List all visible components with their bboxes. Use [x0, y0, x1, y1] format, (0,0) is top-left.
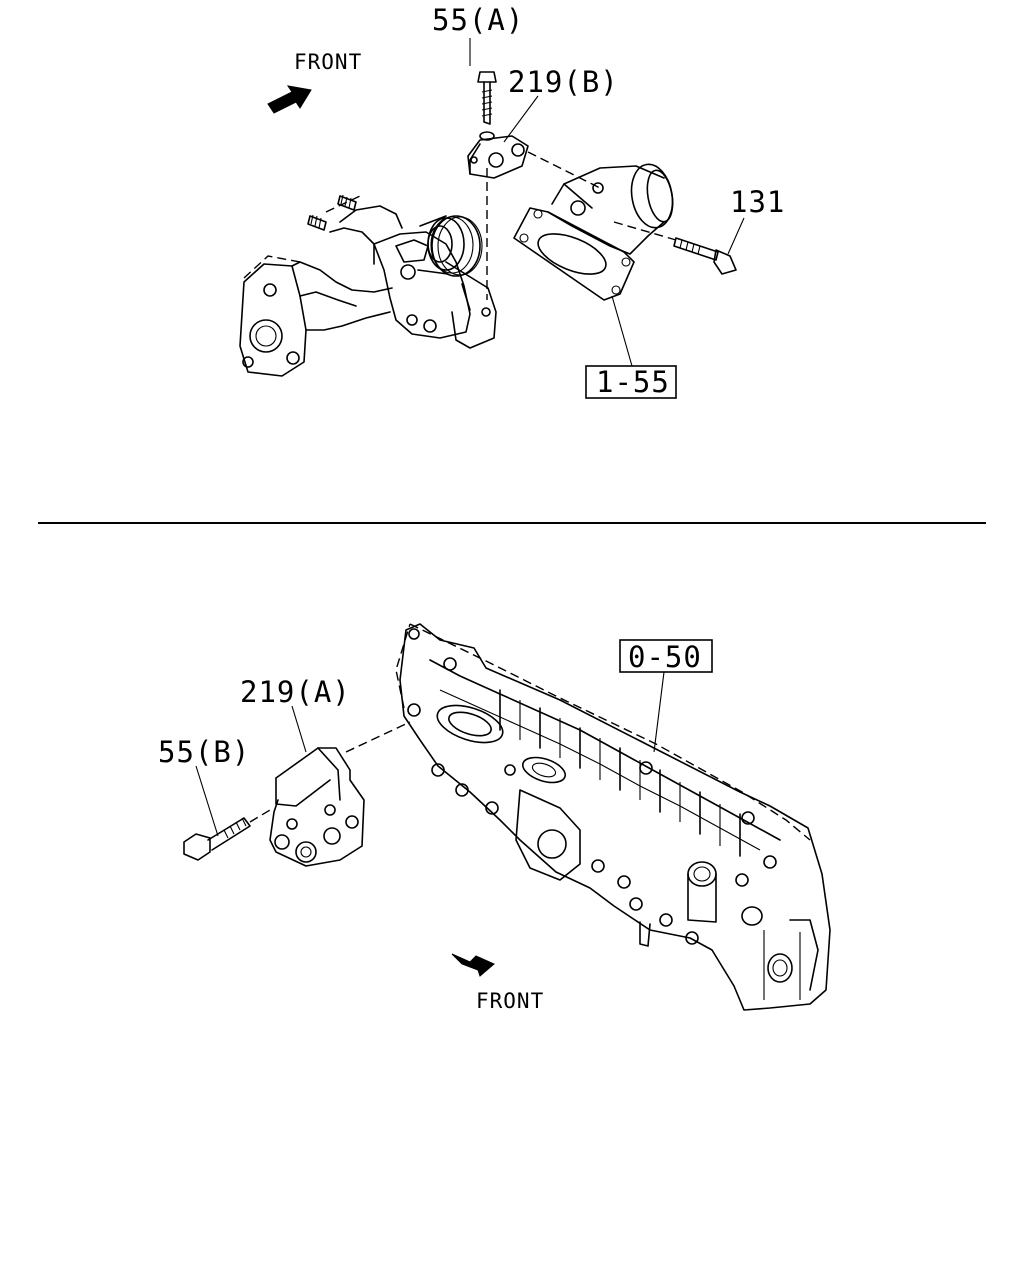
callout-219b: 219(B) — [508, 65, 619, 99]
bolt-131-part — [673, 237, 737, 275]
leader-0-50 — [653, 671, 665, 753]
leader-219b — [503, 95, 539, 143]
callout-0-50: 0-50 — [628, 640, 702, 674]
front-arrow-icon — [451, 953, 495, 977]
callout-55a: 55(A) — [432, 3, 524, 37]
exhaust-manifold-part — [239, 194, 497, 377]
elbow-pipe-part — [513, 163, 674, 301]
leader-55b — [195, 765, 219, 837]
callout-131: 131 — [730, 185, 785, 219]
top-view: FRONT — [239, 3, 785, 399]
ref-box-1-55 — [585, 365, 677, 399]
cylinder-head-part — [395, 623, 831, 1011]
front-label-top: FRONT — [294, 50, 362, 74]
bracket-219b-part — [467, 135, 529, 179]
bolt-55a-part — [477, 71, 497, 141]
callout-219a: 219(A) — [240, 675, 351, 709]
bracket-219a-part — [269, 747, 365, 867]
callout-55b: 55(B) — [158, 735, 250, 769]
leader-131 — [727, 217, 745, 255]
leader-219a — [291, 705, 307, 753]
bolt-55b-part — [183, 817, 251, 861]
front-arrow-icon — [267, 85, 312, 114]
ref-box-0-50 — [619, 639, 713, 673]
callout-1-55: 1-55 — [596, 365, 670, 399]
front-label-bottom: FRONT — [476, 989, 544, 1013]
bottom-view: 219(A) 55(B) 0-50 FRONT — [158, 623, 831, 1013]
leader-1-55 — [611, 295, 633, 367]
